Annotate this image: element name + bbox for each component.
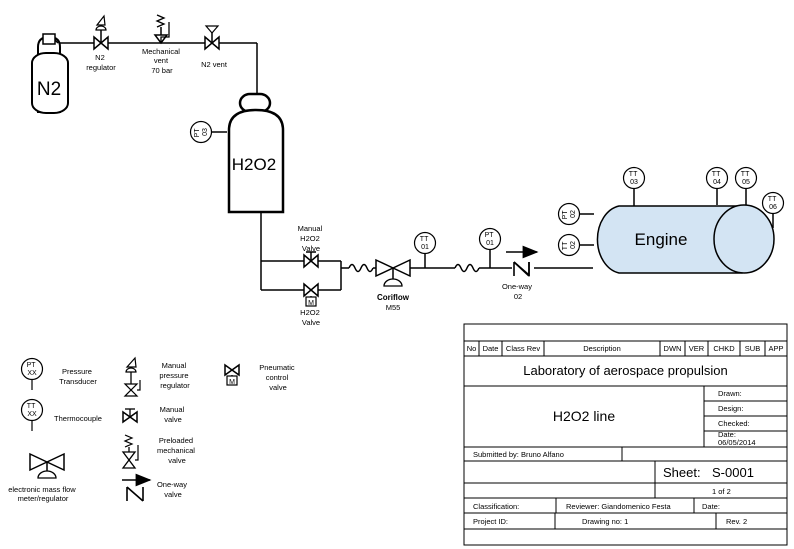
svg-text:electronic mass flow m: electronic mass flow meter/regulator xyxy=(8,485,78,503)
svg-text:One-way valve: One-way valve xyxy=(157,480,189,499)
n2-label: N2 xyxy=(37,79,61,100)
svg-text:Manual valve: Manual valve xyxy=(160,405,187,424)
coriflow-label: Coriflow xyxy=(377,293,410,302)
instrument-tt-06: TT 06 xyxy=(761,191,785,215)
svg-text:PT 02: PT 02 xyxy=(562,209,577,220)
engine: Engine xyxy=(596,204,775,274)
legend-one-way-valve: One-way valve xyxy=(122,473,189,502)
n2-regulator: N2 regulator xyxy=(86,14,116,72)
one-way-label: One-way 02 xyxy=(502,282,534,301)
instrument-pt-03: PT 03 xyxy=(189,120,213,144)
instrument-tt-02: TT 02 xyxy=(557,233,581,257)
n2-bottle: N2 xyxy=(31,33,69,114)
instrument-pt-01: PT 01 xyxy=(478,227,502,251)
legend-preloaded-valve: Preloaded mechanical valve xyxy=(121,434,197,469)
legend-manual-pressure-regulator: Manual pressure regulator xyxy=(123,356,190,397)
legend: PT XX Pressure Transducer TT XX Thermoco… xyxy=(8,356,297,503)
instrument-tt-01: TT 01 xyxy=(413,231,437,255)
svg-text:Pressure Transducer: Pressure Transducer xyxy=(59,367,97,386)
engine-label: Engine xyxy=(635,230,688,249)
mechanical-vent: Mechanical vent 70 bar xyxy=(142,14,182,75)
legend-pneumatic-valve: M Pneumatic control valve xyxy=(224,363,297,392)
piping xyxy=(58,42,774,291)
svg-text:TT XX: TT XX xyxy=(27,403,37,418)
h2o2-label: H2O2 xyxy=(232,155,276,174)
instrument-tt-05: TT 05 xyxy=(734,166,758,190)
n2-vent-label: N2 vent xyxy=(201,60,228,69)
svg-text:PT 01: PT 01 xyxy=(485,232,496,247)
svg-text:TT 06: TT 06 xyxy=(768,196,778,211)
svg-text:M: M xyxy=(229,379,235,386)
n2-vent-valve: N2 vent xyxy=(201,25,228,69)
svg-text:Preloaded mechanical: Preloaded mechanical valve xyxy=(157,436,197,465)
pneumatic-valve-m: M xyxy=(308,300,314,307)
manual-h2o2-valve: Manual H2O2 Valve xyxy=(298,224,325,269)
instrument-tt-04: TT 04 xyxy=(705,166,729,190)
coriflow-model: M55 xyxy=(386,303,401,312)
one-way-valve: One-way 02 xyxy=(502,245,539,301)
legend-pressure-transducer: PT XX Pressure Transducer xyxy=(20,357,97,390)
legend-manual-valve: Manual valve xyxy=(122,405,187,424)
title-block xyxy=(463,323,788,546)
h2o2-tank: H2O2 xyxy=(227,92,285,214)
svg-text:Manual pressure: Manual pressure regulator xyxy=(159,361,190,390)
svg-text:TT 01: TT 01 xyxy=(420,236,430,251)
svg-text:PT 03: PT 03 xyxy=(194,127,209,138)
svg-text:Thermocouple: Thermocouple xyxy=(54,414,102,423)
n2-regulator-label: N2 regulator xyxy=(86,53,116,72)
instrument-pt-02: PT 02 xyxy=(557,202,581,226)
mechanical-vent-label: Mechanical vent 70 bar xyxy=(142,47,182,75)
legend-mass-flow-meter: electronic mass flow meter/regulator xyxy=(8,452,78,503)
svg-text:Pneumatic control: Pneumatic control valve xyxy=(259,363,297,392)
svg-text:TT 02: TT 02 xyxy=(562,240,577,250)
h2o2-valve-label: H2O2 Valve xyxy=(300,308,322,327)
svg-text:TT 05: TT 05 xyxy=(741,171,751,186)
manual-valve-label: Manual H2O2 Valve xyxy=(298,224,325,253)
instrument-tt-03: TT 03 xyxy=(622,166,646,190)
coriflow-meter: Coriflow M55 xyxy=(375,258,411,312)
svg-text:TT 04: TT 04 xyxy=(712,171,722,186)
svg-text:TT 03: TT 03 xyxy=(629,171,639,186)
legend-thermocouple: TT XX Thermocouple xyxy=(20,398,102,431)
pneumatic-h2o2-valve: M H2O2 Valve xyxy=(300,282,322,327)
svg-text:PT XX: PT XX xyxy=(27,362,38,377)
